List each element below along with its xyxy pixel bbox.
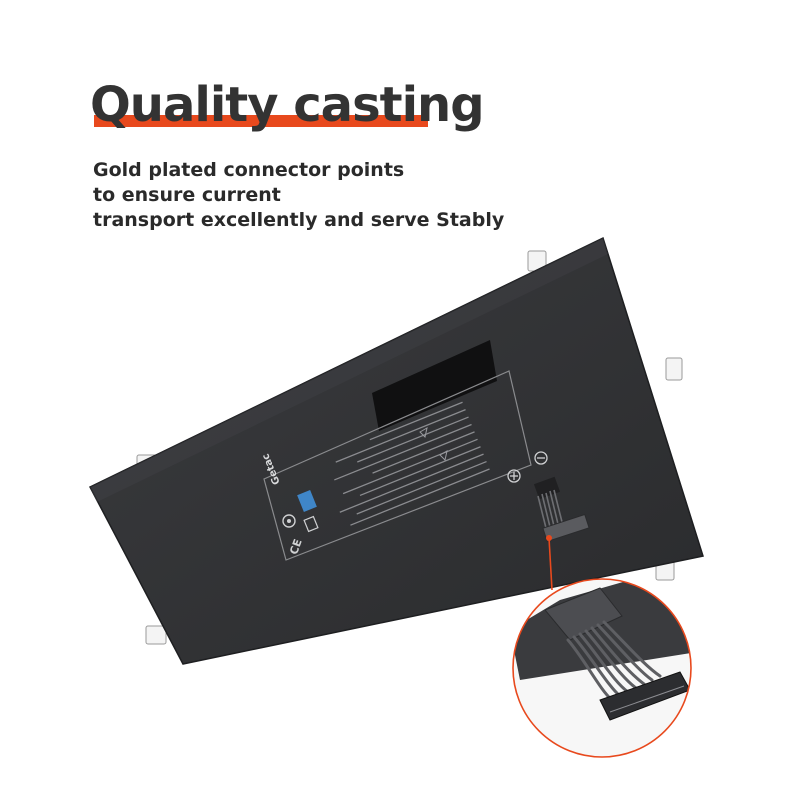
subtitle-text: Gold plated connector points to ensure c… bbox=[93, 158, 504, 233]
connector-cable bbox=[533, 476, 590, 543]
subtitle-line-1: Gold plated connector points bbox=[93, 159, 405, 181]
callout-line bbox=[546, 535, 553, 591]
bin-icon bbox=[303, 515, 319, 533]
ce-mark-icon: CE bbox=[287, 537, 305, 556]
recycle-icon bbox=[282, 514, 296, 528]
headline-underline-bar bbox=[94, 115, 428, 127]
blank-label-panel bbox=[372, 340, 497, 431]
spec-label-outline bbox=[263, 370, 532, 561]
spec-label-text-lines bbox=[334, 401, 490, 526]
plus-terminal-icon bbox=[507, 469, 521, 483]
headline-group: Quality casting bbox=[90, 77, 485, 133]
subtitle-line-3: transport excellently and serve Stably bbox=[93, 209, 505, 231]
warning-icon bbox=[419, 427, 448, 461]
svg-text:CE: CE bbox=[287, 537, 305, 556]
minus-terminal-icon bbox=[534, 451, 548, 465]
subtitle-line-2: to ensure current bbox=[93, 184, 281, 206]
page-title: Quality casting bbox=[90, 77, 485, 133]
blue-certification-badge bbox=[297, 490, 317, 512]
